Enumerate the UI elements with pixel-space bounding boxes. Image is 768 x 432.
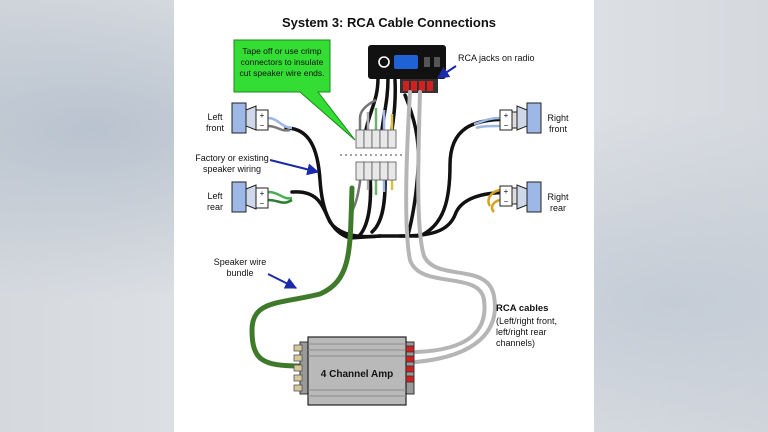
- rca-jack-icon: [419, 81, 425, 91]
- rca-jacks-arrow: [437, 65, 457, 79]
- svg-text:+: +: [260, 189, 265, 198]
- connector-block: [340, 98, 410, 216]
- label-right-front-2: front: [549, 124, 568, 134]
- speaker-right-rear-icon: + −: [499, 181, 542, 213]
- label-right-front-1: Right: [547, 113, 569, 123]
- rca-cables-title: RCA cables: [496, 303, 548, 314]
- factory-wiring-label-2: speaker wiring: [203, 164, 261, 174]
- speaker-right-front-icon: + −: [499, 102, 542, 134]
- rca-cables-desc-2: left/right rear: [496, 327, 547, 337]
- callout-line-2: connectors to insulate: [241, 57, 324, 67]
- label-left-front-1: Left: [207, 112, 223, 122]
- label-left-front-2: front: [206, 123, 225, 133]
- callout-line-3: cut speaker wire ends.: [239, 68, 324, 78]
- wire-bundle-label-2: bundle: [226, 268, 253, 278]
- svg-text:+: +: [504, 187, 509, 196]
- factory-wiring-label-1: Factory or existing: [195, 153, 269, 163]
- amp-label: 4 Channel Amp: [321, 369, 393, 380]
- svg-text:+: +: [504, 111, 509, 120]
- label-left-rear-1: Left: [207, 191, 223, 201]
- radio-knob-icon: [378, 56, 390, 68]
- svg-text:−: −: [504, 197, 509, 206]
- svg-text:−: −: [504, 121, 509, 130]
- label-right-rear-2: rear: [550, 203, 566, 213]
- callout-line-1: Tape off or use crimp: [242, 46, 321, 56]
- label-left-rear-2: rear: [207, 202, 223, 212]
- svg-text:−: −: [260, 199, 265, 208]
- wire-bundle-arrow: [267, 273, 298, 289]
- rca-jack-icon: [411, 81, 417, 91]
- speaker-leads: [267, 116, 501, 213]
- speaker-left-front-icon: + −: [231, 102, 269, 134]
- radio-head-unit: [368, 45, 446, 93]
- wire-bundle-label-1: Speaker wire: [214, 257, 267, 267]
- diagram-title: System 3: RCA Cable Connections: [282, 15, 496, 30]
- speaker-left-rear-icon: + −: [231, 181, 269, 213]
- rca-jack-icon: [403, 81, 409, 91]
- rca-jack-icon: [427, 81, 433, 91]
- rca-cables-desc-3: channels): [496, 338, 535, 348]
- radio-display: [394, 55, 418, 69]
- rca-cables-desc-1: (Left/right front,: [496, 316, 557, 326]
- rca-jacks-label: RCA jacks on radio: [458, 53, 535, 63]
- rca-cables: [404, 90, 497, 364]
- callout-bubble: Tape off or use crimp connectors to insu…: [233, 39, 356, 141]
- svg-text:+: +: [260, 111, 265, 120]
- amplifier: 4 Channel Amp: [293, 336, 415, 406]
- speaker-wire-bundle: [249, 185, 355, 369]
- svg-text:−: −: [260, 121, 265, 130]
- label-right-rear-1: Right: [547, 192, 569, 202]
- factory-wiring-arrow: [269, 159, 320, 176]
